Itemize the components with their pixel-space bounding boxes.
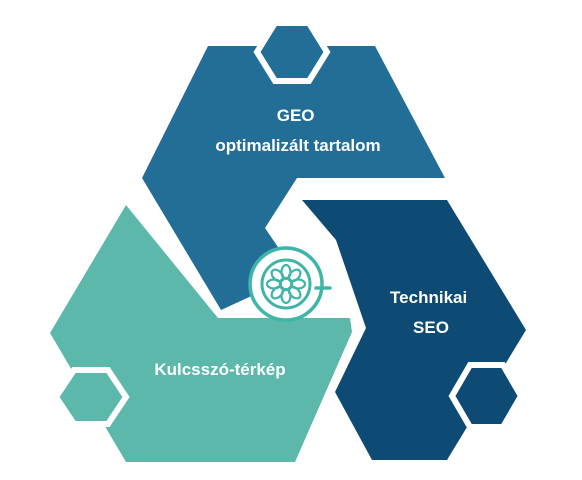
segment-technikai-label: Technikai SEO <box>390 288 472 337</box>
segment-technikai-hexagon <box>448 362 525 430</box>
center-icon-core <box>278 276 294 292</box>
segment-geo: GEO optimalizált tartalom <box>142 20 445 310</box>
segment-kulcsszo-label: Kulcsszó-térkép <box>154 360 285 379</box>
segment-technikai-label-line-2: SEO <box>413 318 449 337</box>
segment-geo-label-line-1: GEO <box>277 106 315 125</box>
segment-geo-label-line-2: optimalizált tartalom <box>215 136 380 155</box>
flower-gear-icon <box>248 246 332 322</box>
segment-kulcsszo-label-line-1: Kulcsszó-térkép <box>154 360 285 379</box>
segment-geo-shape <box>142 46 445 310</box>
segment-kulcsszo-hexagon <box>52 367 130 427</box>
segment-geo-hexagon <box>253 20 331 84</box>
segment-geo-label: GEO optimalizált tartalom <box>215 106 380 155</box>
center-icon-inner-ring <box>260 258 312 310</box>
segment-technikai-label-line-1: Technikai <box>390 288 467 307</box>
segment-kulcsszo: Kulcsszó-térkép <box>50 205 352 462</box>
segment-technikai: Technikai SEO <box>302 200 526 460</box>
